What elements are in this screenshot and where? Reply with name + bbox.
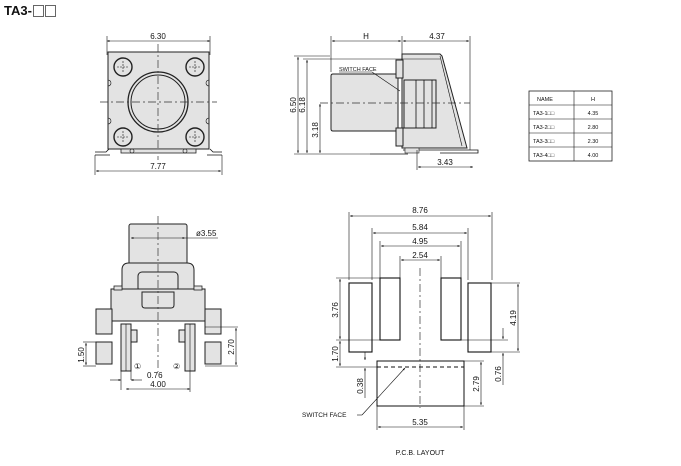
- pad: [440, 277, 462, 341]
- mounting-hole: [113, 57, 205, 147]
- front-view: 6.30 7.77: [94, 32, 223, 175]
- dim-body-width: 5.35: [412, 418, 428, 427]
- dim-height-body: 6.18: [298, 97, 307, 113]
- table-cell-name: TA3-3□□: [533, 139, 555, 145]
- dim-diameter: ø3.55: [196, 229, 217, 238]
- placeholder-box: [44, 4, 56, 17]
- table-header-h: H: [591, 97, 595, 103]
- part-number-title: TA3-: [4, 3, 56, 18]
- pad: [467, 282, 492, 353]
- dim-width-top: 6.30: [150, 32, 166, 41]
- h-table: NAME H TA3-1□□ 4.35 TA3-2□□ 2.80 TA3-3□□…: [528, 90, 613, 162]
- switch-face-label: SWITCH FACE: [302, 412, 347, 419]
- pin-1-label: ①: [134, 362, 141, 371]
- table-cell-name: TA3-1□□: [533, 111, 555, 117]
- table-header-name: NAME: [537, 97, 553, 103]
- table-cell-h: 4.35: [588, 111, 599, 117]
- dim-inner: 4.95: [412, 237, 428, 246]
- pcb-layout: 8.76 5.84 4.95 2.54 3.76 1.70: [302, 206, 520, 457]
- pad: [379, 277, 401, 341]
- dim-pin-spacing: 4.00: [150, 380, 166, 389]
- dim-offset: 0.38: [356, 378, 365, 394]
- table-cell-name: TA3-2□□: [533, 125, 555, 131]
- pcb-layout-caption: P.C.B. LAYOUT: [396, 450, 445, 457]
- table-cell-h: 4.00: [588, 153, 599, 159]
- dim-center: 2.54: [412, 251, 428, 260]
- dim-body-height: 2.79: [472, 376, 481, 392]
- pin-2-label: ②: [173, 362, 180, 371]
- dim-bottom: 3.43: [437, 158, 453, 167]
- dim-pad-height-left: 3.76: [331, 302, 340, 318]
- switch-face-label: SWITCH FACE: [339, 67, 377, 73]
- terminal-view: ø3.55 ① ② 1.50 2.70: [77, 216, 238, 392]
- dim-pad-height-right: 4.19: [509, 310, 518, 326]
- dim-right: 2.70: [227, 339, 236, 355]
- dim-outer: 8.76: [412, 206, 428, 215]
- dim-width-bottom: 7.77: [150, 162, 166, 171]
- dim-center: 3.18: [311, 122, 320, 138]
- dim-gap-right: 0.76: [494, 366, 503, 382]
- dim-pin-width: 0.76: [147, 371, 163, 380]
- dim-mid: 5.84: [412, 223, 428, 232]
- dim-height-total: 6.50: [289, 97, 298, 113]
- plunger-side: [330, 73, 399, 132]
- dim-left: 1.50: [77, 347, 86, 363]
- table-cell-h: 2.30: [588, 139, 599, 145]
- title-prefix: TA3-: [4, 3, 32, 18]
- pad: [348, 282, 373, 353]
- dim-gap-left: 1.70: [331, 346, 340, 362]
- side-view: H 4.37 SWITCH FACE 6.50 6.18 3.18: [289, 32, 479, 170]
- dim-h: H: [363, 32, 369, 41]
- table-cell-h: 2.80: [588, 125, 599, 131]
- dim-depth: 4.37: [429, 32, 445, 41]
- placeholder-box: [32, 4, 44, 17]
- table-cell-name: TA3-4□□: [533, 153, 555, 159]
